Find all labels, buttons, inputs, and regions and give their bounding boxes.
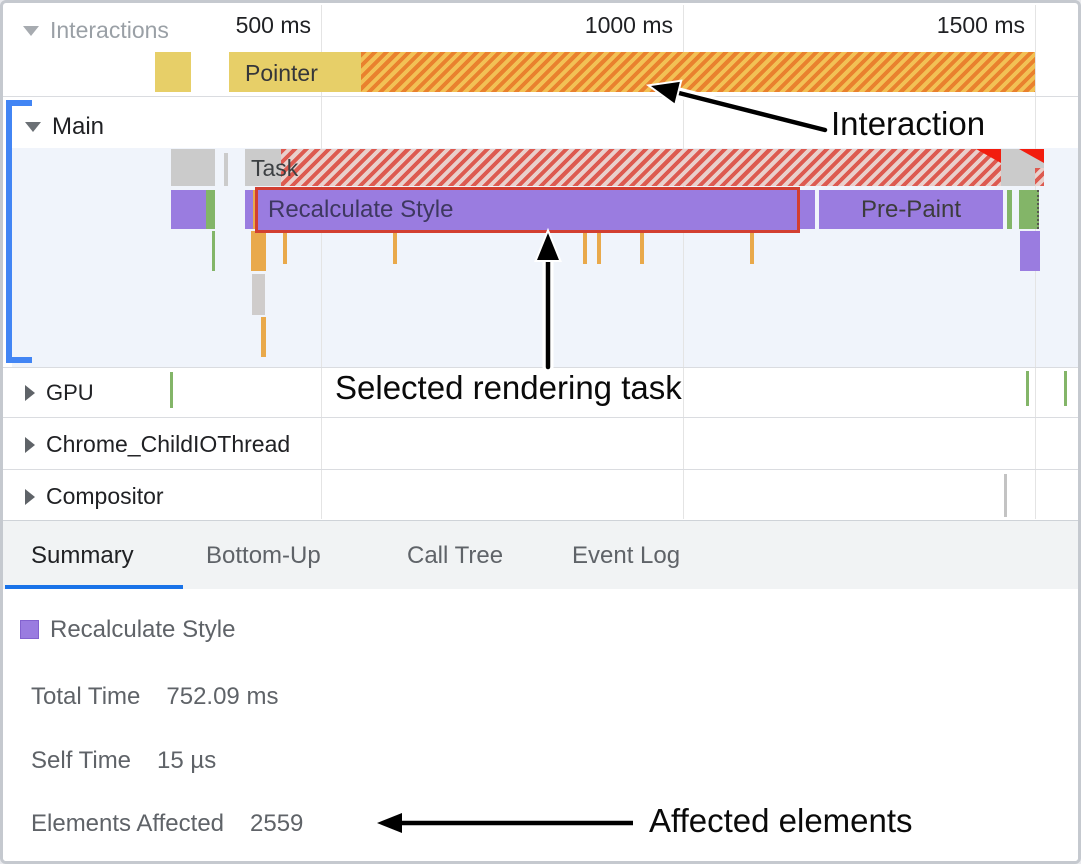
orange-tick-event[interactable] [597, 231, 601, 264]
long-task-hatched-sliver[interactable] [1035, 168, 1044, 186]
selection-bracket-vertical [6, 100, 12, 363]
pointer-bar-label: Pointer [245, 60, 318, 86]
long-task-warning-triangle-icon [976, 149, 1001, 163]
orange-tick-event[interactable] [750, 231, 754, 264]
gridline-1000ms [683, 5, 684, 519]
summary-panel: Recalculate Style Total Time 752.09 ms S… [3, 589, 1078, 861]
expand-triangle-icon [25, 488, 35, 505]
orange-tick-row5[interactable] [261, 317, 266, 357]
summary-row-label: Elements Affected [31, 810, 225, 837]
track-header-interactions[interactable]: Interactions [23, 17, 169, 44]
selected-recalculate-style-event[interactable]: Recalculate Style [255, 187, 800, 233]
pre-paint-label: Pre-Paint [860, 195, 962, 223]
purple-event-row3[interactable] [1020, 231, 1040, 271]
paint-event-wide[interactable] [1019, 190, 1039, 229]
tab-summary[interactable]: Summary [31, 521, 134, 590]
ruler-label-500ms: 500 ms [235, 12, 311, 38]
selected-tab-indicator [5, 585, 183, 590]
gray-event-row4[interactable] [252, 274, 265, 315]
green-tick-event[interactable] [212, 231, 215, 271]
event-color-swatch [20, 620, 39, 639]
bottom-panel-tabbar: Summary Bottom-Up Call Tree Event Log [3, 520, 1078, 590]
track-label-compositor: Compositor [46, 483, 164, 509]
task-event-gray[interactable] [171, 149, 215, 186]
collapse-triangle-icon [25, 122, 41, 132]
recalc-style-event-small[interactable] [171, 190, 206, 229]
selection-bracket-bottom-arm [6, 357, 32, 363]
track-label-child-io: Chrome_ChildIOThread [46, 431, 291, 457]
expand-triangle-icon [25, 436, 35, 453]
summary-row-self-time: Self Time 15 µs [31, 747, 216, 775]
tab-label: Bottom-Up [206, 541, 321, 569]
track-label-interactions: Interactions [50, 17, 169, 43]
annotation-affected-elements: Affected elements [649, 802, 913, 839]
task-bar-label: Task [251, 155, 299, 181]
summary-row-elements-affected: Elements Affected 2559 [31, 810, 303, 838]
summary-event-name: Recalculate Style [50, 616, 236, 643]
long-task-hatched[interactable] [281, 149, 1001, 186]
track-header-compositor[interactable]: Compositor [25, 483, 164, 510]
summary-row-value: 15 µs [157, 747, 217, 774]
paint-event-small[interactable] [206, 190, 215, 229]
pre-paint-event[interactable]: Pre-Paint [819, 190, 1003, 229]
gpu-event-tick[interactable] [170, 372, 173, 408]
long-task-warning-triangle-icon [1019, 149, 1044, 163]
gridline-500ms [321, 5, 322, 519]
interaction-event-short[interactable] [155, 52, 191, 92]
track-label-gpu: GPU [46, 380, 94, 405]
task-event-tick[interactable] [224, 153, 228, 186]
selection-bracket-top-arm [6, 100, 32, 106]
purple-event-after-selection[interactable] [800, 190, 815, 229]
tab-call-tree[interactable]: Call Tree [407, 521, 503, 590]
annotation-selected-task: Selected rendering task [335, 369, 682, 406]
summary-row-total-time: Total Time 752.09 ms [31, 683, 278, 711]
tab-label: Event Log [572, 541, 681, 569]
expand-triangle-icon [25, 385, 35, 401]
track-header-child-io[interactable]: Chrome_ChildIOThread [25, 431, 290, 458]
orange-tick-event[interactable] [283, 231, 287, 264]
selected-event-label: Recalculate Style [268, 196, 454, 223]
track-header-main[interactable]: Main [25, 113, 104, 141]
orange-event-bar[interactable] [251, 231, 266, 271]
orange-tick-event[interactable] [640, 231, 644, 264]
gpu-event-tick[interactable] [1026, 371, 1029, 406]
summary-row-value: 752.09 ms [166, 683, 279, 710]
orange-tick-event[interactable] [583, 231, 587, 264]
track-header-gpu[interactable]: GPU [25, 380, 94, 406]
long-task-label-bg[interactable] [245, 149, 281, 186]
pointer-interaction-hatched[interactable] [361, 52, 1035, 92]
tab-label: Summary [31, 541, 134, 569]
compositor-event-tick[interactable] [1004, 474, 1007, 517]
ruler-label-1500ms: 1500 ms [936, 12, 1025, 38]
annotation-interaction: Interaction [831, 105, 986, 142]
orange-tick-event[interactable] [393, 231, 397, 264]
collapse-triangle-icon [23, 25, 39, 36]
summary-row-label: Total Time [31, 683, 141, 710]
purple-event-sliver[interactable] [245, 190, 253, 229]
track-label-main: Main [52, 113, 105, 140]
tab-event-log[interactable]: Event Log [572, 521, 680, 590]
paint-event-thin[interactable] [1007, 190, 1012, 229]
tab-bottom-up[interactable]: Bottom-Up [206, 521, 321, 590]
pointer-interaction-solid[interactable] [229, 52, 361, 92]
gpu-event-tick[interactable] [1064, 371, 1067, 406]
tab-label: Call Tree [407, 541, 504, 569]
summary-row-label: Self Time [31, 747, 132, 774]
summary-row-value: 2559 [250, 810, 304, 837]
ruler-label-1000ms: 1000 ms [584, 12, 673, 38]
